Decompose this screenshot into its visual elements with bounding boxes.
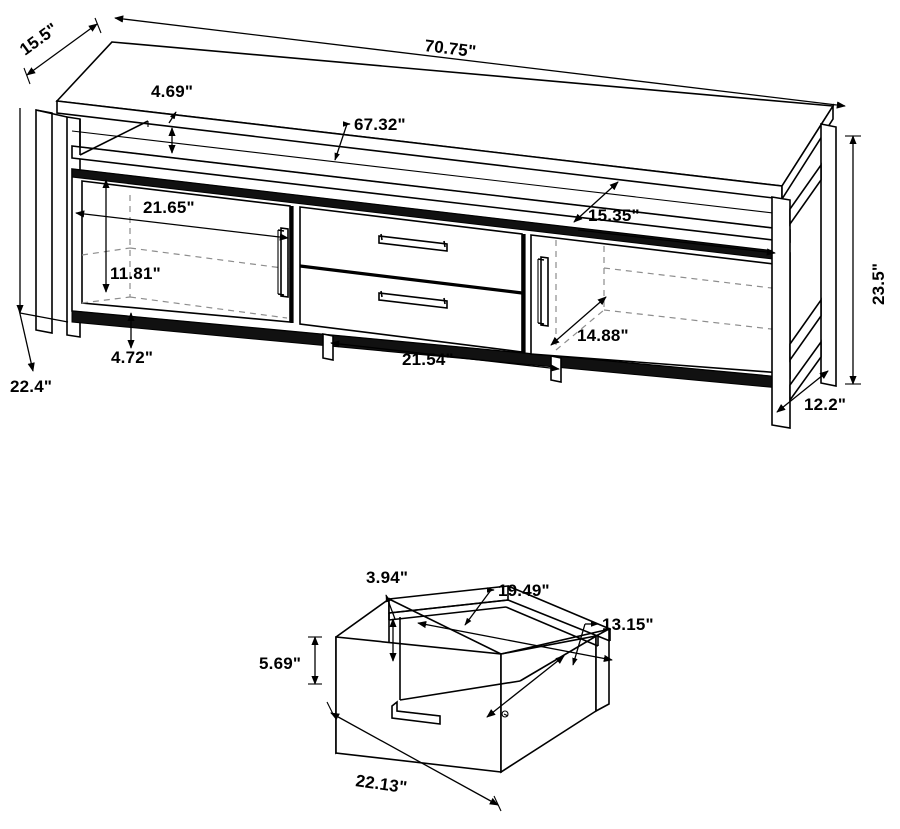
dim-label-5-69: 5.69"	[259, 654, 301, 673]
right-rear-post	[820, 123, 837, 387]
dim-ground-clearance: 4.72"	[111, 312, 153, 367]
drawer-front-panel	[335, 636, 502, 773]
shelf-upper-line	[71, 130, 791, 216]
right-front-post	[771, 196, 791, 429]
drawer-interior-back	[388, 606, 507, 621]
dim-label-67-32: 67.32"	[354, 115, 406, 134]
right-leg-frame	[771, 123, 837, 429]
left-outer-leg	[35, 109, 53, 334]
main-view-dimensions: 15.5" 70.75" 4.69" 67.32"	[10, 15, 888, 414]
dim-label-4-69: 4.69"	[151, 82, 193, 101]
dim-label-15-35: 15.35"	[588, 206, 640, 225]
dim-cabinet-interior-height: 11.81"	[102, 179, 161, 293]
drawer-detail-view: 3.94" 19.49" 13.15"	[259, 568, 654, 812]
main-console-view: 15.5" 70.75" 4.69" 67.32"	[10, 15, 888, 429]
drawer-divider-line	[299, 264, 523, 295]
dim-label-14-88: 14.88"	[577, 326, 629, 345]
bottom-drawer-handle	[378, 290, 448, 309]
dim-label-4-72: 4.72"	[111, 348, 153, 367]
left-leg-top-tie	[35, 109, 68, 118]
hidden-left-diag-a	[81, 296, 131, 304]
dim-open-shelf-height: 4.69"	[151, 82, 193, 154]
dim-label-3-94: 3.94"	[366, 568, 408, 587]
dim-height-overall: 23.5"	[845, 135, 888, 385]
top-drawer-handle	[378, 233, 448, 252]
shelf-back-line	[71, 145, 791, 231]
dim-cabinet-depth-inner: 14.88"	[550, 296, 629, 346]
dim-label-13-15: 13.15"	[602, 615, 654, 634]
dim-label-22-13: 22.13"	[354, 771, 408, 797]
hidden-right-shelf	[603, 267, 781, 290]
dim-top-shelf-width: 67.32"	[334, 115, 406, 161]
center-leg-left	[322, 333, 334, 361]
dim-drawer-inner-width: 19.49"	[417, 581, 613, 663]
right-door-handle	[537, 256, 549, 327]
right-lower-rail	[789, 297, 822, 363]
dim-center-drawer-width: 21.54"	[330, 340, 560, 372]
dim-label-70-75: 70.75"	[424, 36, 478, 61]
dim-label-22-4: 22.4"	[10, 377, 52, 396]
dim-width-overall: 70.75"	[114, 15, 846, 109]
dim-label-11-81: 11.81"	[110, 264, 161, 283]
dim-label-21-65: 21.65"	[143, 198, 195, 217]
hidden-left-shelf	[129, 247, 291, 270]
dim-label-15-5: 15.5"	[16, 19, 61, 59]
dim-leg-frame-depth: 12.2"	[776, 370, 846, 414]
dim-label-12-2: 12.2"	[804, 395, 846, 414]
dim-overall-depth-alt: 22.4"	[10, 108, 69, 396]
dim-label-21-54: 21.54"	[402, 350, 454, 369]
drawer-back-inner-line	[388, 599, 509, 614]
dim-drawer-inner-depth: 13.15"	[486, 615, 654, 718]
dim-label-19-49: 19.49"	[498, 581, 550, 600]
shelf-left-diagonal	[79, 120, 149, 156]
right-upper-rail	[789, 162, 822, 227]
dim-side-cabinet-width: 21.65"	[75, 198, 289, 241]
dim-top-overhang-depth: 15.35"	[573, 181, 776, 256]
drawer-right-body	[500, 635, 597, 774]
hidden-right-bottom	[603, 309, 781, 331]
hidden-left-bottom	[129, 296, 288, 319]
dim-drawer-front-height: 5.69"	[259, 636, 322, 685]
dim-label-23-5: 23.5"	[869, 263, 888, 305]
dim-drawer-side-height: 3.94"	[366, 568, 408, 662]
